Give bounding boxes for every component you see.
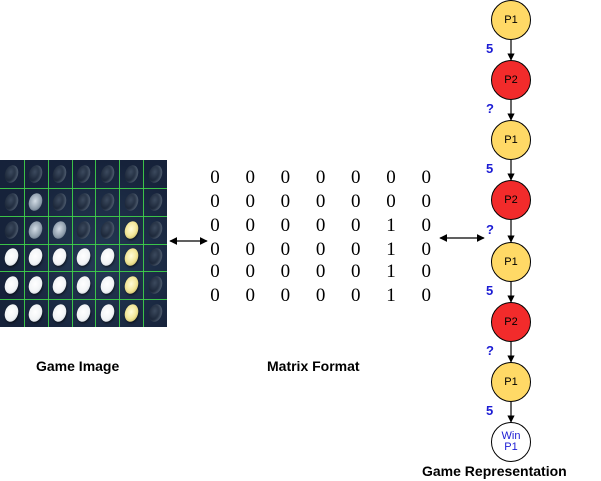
flow-edge-label: ? xyxy=(486,101,494,116)
matrix-cell: 0 xyxy=(351,261,361,282)
caption-game-representation: Game Representation xyxy=(422,463,567,479)
board-gridline-horizontal xyxy=(0,271,167,273)
board-gridline-horizontal xyxy=(0,299,167,301)
board-gridline-horizontal xyxy=(0,215,167,217)
matrix-cell: 0 xyxy=(210,167,220,188)
matrix-cell: 0 xyxy=(421,191,431,212)
flow-edge-label: 5 xyxy=(486,283,494,298)
flow-node-p2: P2 xyxy=(491,302,531,342)
matrix-format: 0 0 0 0 0 0 0 0 0 0 0 0 0 0 0 0 0 0 0 1 0 0 0 0 0 0 1 0 0 0 0 0 0 1 0 0 0 0 0 0… xyxy=(205,166,445,326)
matrix-cell: 0 xyxy=(315,167,326,188)
matrix-cell: 0 xyxy=(421,215,431,236)
matrix-cell: 0 xyxy=(421,239,431,260)
matrix-cell: 0 xyxy=(351,191,361,212)
matrix-cell: 0 xyxy=(210,215,220,236)
matrix-cell: 0 xyxy=(245,285,255,306)
matrix-cell: 0 xyxy=(245,167,255,188)
matrix-cell: 0 xyxy=(210,261,220,282)
matrix-cell: 1 xyxy=(386,239,396,260)
flow-edge-label: ? xyxy=(486,343,494,358)
matrix-cell: 0 xyxy=(315,191,326,212)
matrix-cell: 0 xyxy=(421,285,431,306)
flow-edge-label: ? xyxy=(486,222,494,237)
matrix-cell: 0 xyxy=(245,239,255,260)
matrix-cell: 0 xyxy=(315,239,326,260)
matrix-cell: 0 xyxy=(315,215,326,236)
matrix-cell: 0 xyxy=(245,215,255,236)
matrix-cell: 0 xyxy=(280,261,291,282)
board-gridline-horizontal xyxy=(0,243,167,245)
flow-node-p1: P1 xyxy=(491,242,531,282)
matrix-cell: 0 xyxy=(280,191,291,212)
matrix-cell: 0 xyxy=(280,167,291,188)
matrix-cell: 0 xyxy=(351,215,361,236)
matrix-cell: 0 xyxy=(245,261,255,282)
matrix-cell: 1 xyxy=(386,215,396,236)
flow-edge-label: 5 xyxy=(486,161,494,176)
matrix-cell: 0 xyxy=(210,239,220,260)
matrix-cell: 0 xyxy=(280,215,291,236)
caption-game-image: Game Image xyxy=(36,358,120,374)
flow-edge-label: 5 xyxy=(486,41,494,56)
matrix-cell: 0 xyxy=(245,191,255,212)
matrix-cell: 0 xyxy=(386,167,396,188)
matrix-cell: 0 xyxy=(315,285,326,306)
matrix-cell: 0 xyxy=(351,167,361,188)
matrix-cell: 0 xyxy=(315,261,326,282)
flow-node-p2: P2 xyxy=(491,60,531,100)
matrix-cell: 0 xyxy=(280,239,291,260)
matrix-cell: 0 xyxy=(421,261,431,282)
matrix-cell: 0 xyxy=(210,285,220,306)
matrix-cell: 0 xyxy=(351,239,361,260)
matrix-cell: 0 xyxy=(210,191,220,212)
game-image xyxy=(0,160,167,327)
matrix-cell: 0 xyxy=(351,285,361,306)
flow-edge-label: 5 xyxy=(486,403,494,418)
matrix-cell: 1 xyxy=(386,285,396,306)
flow-node-p1: P1 xyxy=(491,362,531,402)
matrix-cell: 0 xyxy=(280,285,291,306)
caption-matrix-format: Matrix Format xyxy=(267,358,360,374)
board-gridline-horizontal xyxy=(0,187,167,189)
matrix-cell: 0 xyxy=(386,191,396,212)
matrix-cell: 1 xyxy=(386,261,396,282)
flow-node-p1: P1 xyxy=(491,0,531,40)
matrix-cell: 0 xyxy=(421,167,431,188)
